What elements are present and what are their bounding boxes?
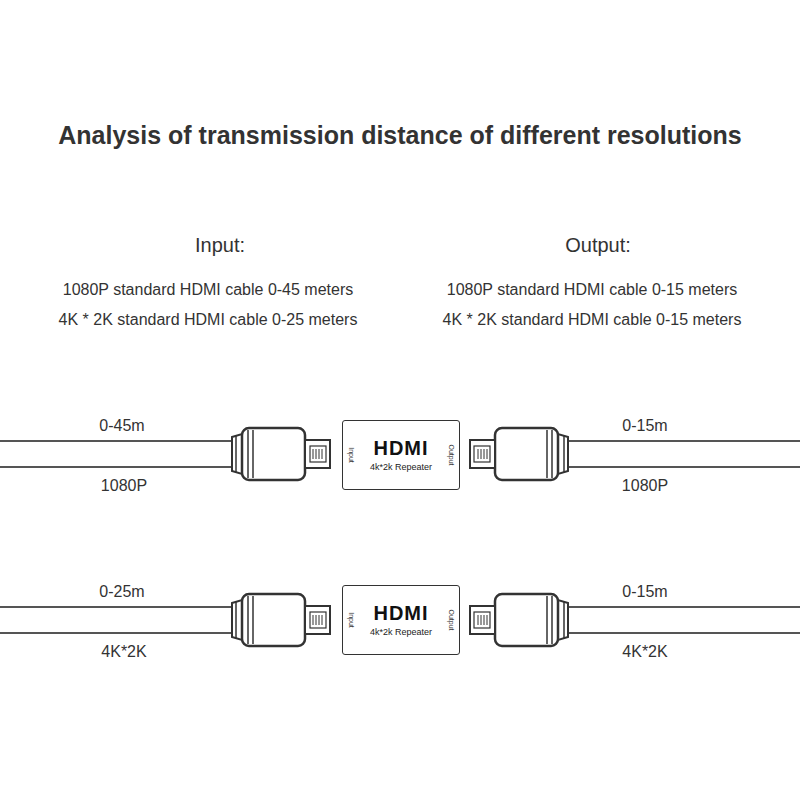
spec-text: Input: (195, 234, 245, 257)
spec-text: 4K * 2K standard HDMI cable 0-25 meters (59, 311, 358, 329)
spec-text: 1080P standard HDMI cable 0-45 meters (63, 281, 354, 299)
port-label: Output (448, 444, 455, 465)
cable-label: 1080P (101, 477, 147, 495)
port-label: Input (348, 447, 355, 463)
cable-label: 0-45m (99, 417, 144, 435)
cable-label: 1080P (622, 477, 668, 495)
hdmi-logo: HDMI (373, 438, 428, 459)
cable-label: 0-15m (622, 417, 667, 435)
title: Analysis of transmission distance of dif… (58, 121, 741, 150)
spec-text: Output: (565, 234, 631, 257)
repeater-box: HDMI 4k*2k Repeater Input Output (342, 585, 460, 655)
repeater-box: HDMI 4k*2k Repeater Input Output (342, 420, 460, 490)
cable-label: 4K*2K (101, 643, 146, 661)
cable-label: 4K*2K (622, 643, 667, 661)
cable-label: 0-15m (622, 583, 667, 601)
hdmi-plug (470, 428, 800, 480)
port-label: Input (348, 612, 355, 628)
hdmi-plug (0, 428, 330, 480)
spec-text: 4K * 2K standard HDMI cable 0-15 meters (443, 311, 742, 329)
hdmi-plug (470, 594, 800, 646)
hdmi-logo: HDMI (373, 603, 428, 624)
hdmi-plug (0, 594, 330, 646)
model-text: 4k*2k Repeater (370, 462, 432, 472)
model-text: 4k*2k Repeater (370, 627, 432, 637)
port-label: Output (448, 609, 455, 630)
spec-text: 1080P standard HDMI cable 0-15 meters (447, 281, 738, 299)
cable-label: 0-25m (99, 583, 144, 601)
